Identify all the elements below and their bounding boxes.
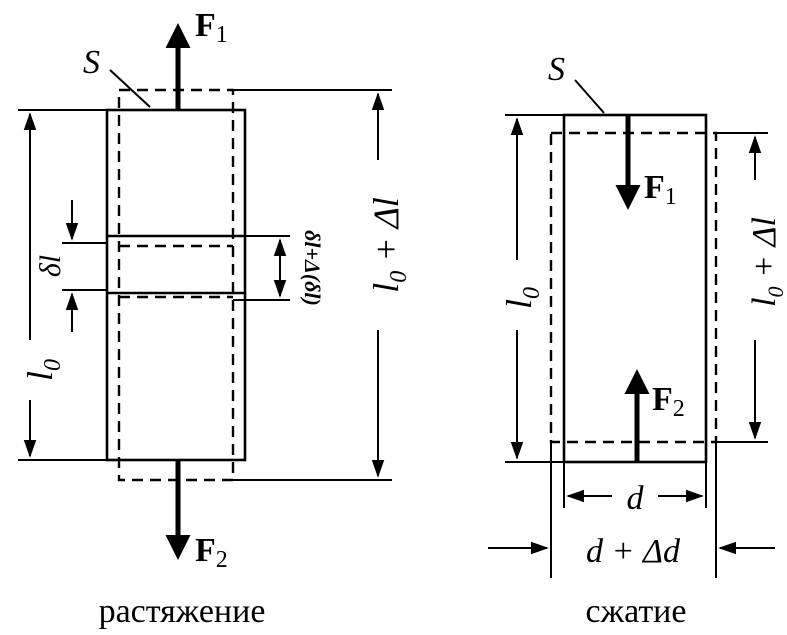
caption-compression: сжатие [586,593,687,630]
force-f2-label: F2 [195,532,228,573]
comp-force-f1-label: F1 [644,169,677,210]
tension-original-bar [105,108,247,462]
force-f1-label: F1 [195,7,228,48]
comp-area-label-s: S [548,51,565,88]
comp-l0-label: l0 [499,287,545,309]
l0-label: l0 [20,359,66,381]
tension-stretched-bar [117,88,235,482]
l0-dl-label: l0 + Δl [366,197,412,292]
element-dl-label: δl [34,255,67,277]
area-label-s: S [83,44,100,81]
area-leader-line [109,69,151,108]
element-elongated-label: δl+Δ(δl) [300,230,325,306]
compression-compressed-bar [549,131,718,444]
comp-force-f2-label: F2 [652,381,685,422]
d-plus-dd-label: d + Δd [586,533,681,570]
caption-tension: растяжение [99,593,266,630]
comp-l0-dl-label: l0 + Δl [746,217,787,307]
tension-panel: F1 F2 S l0 δl δl+Δ(δl) l0 + Δl растяжени… [18,7,412,630]
compression-panel: F1 F2 S l0 l0 + Δl d d + Δd сжатие [488,51,787,630]
d-label: d [627,480,645,517]
comp-area-leader-line [574,79,605,114]
